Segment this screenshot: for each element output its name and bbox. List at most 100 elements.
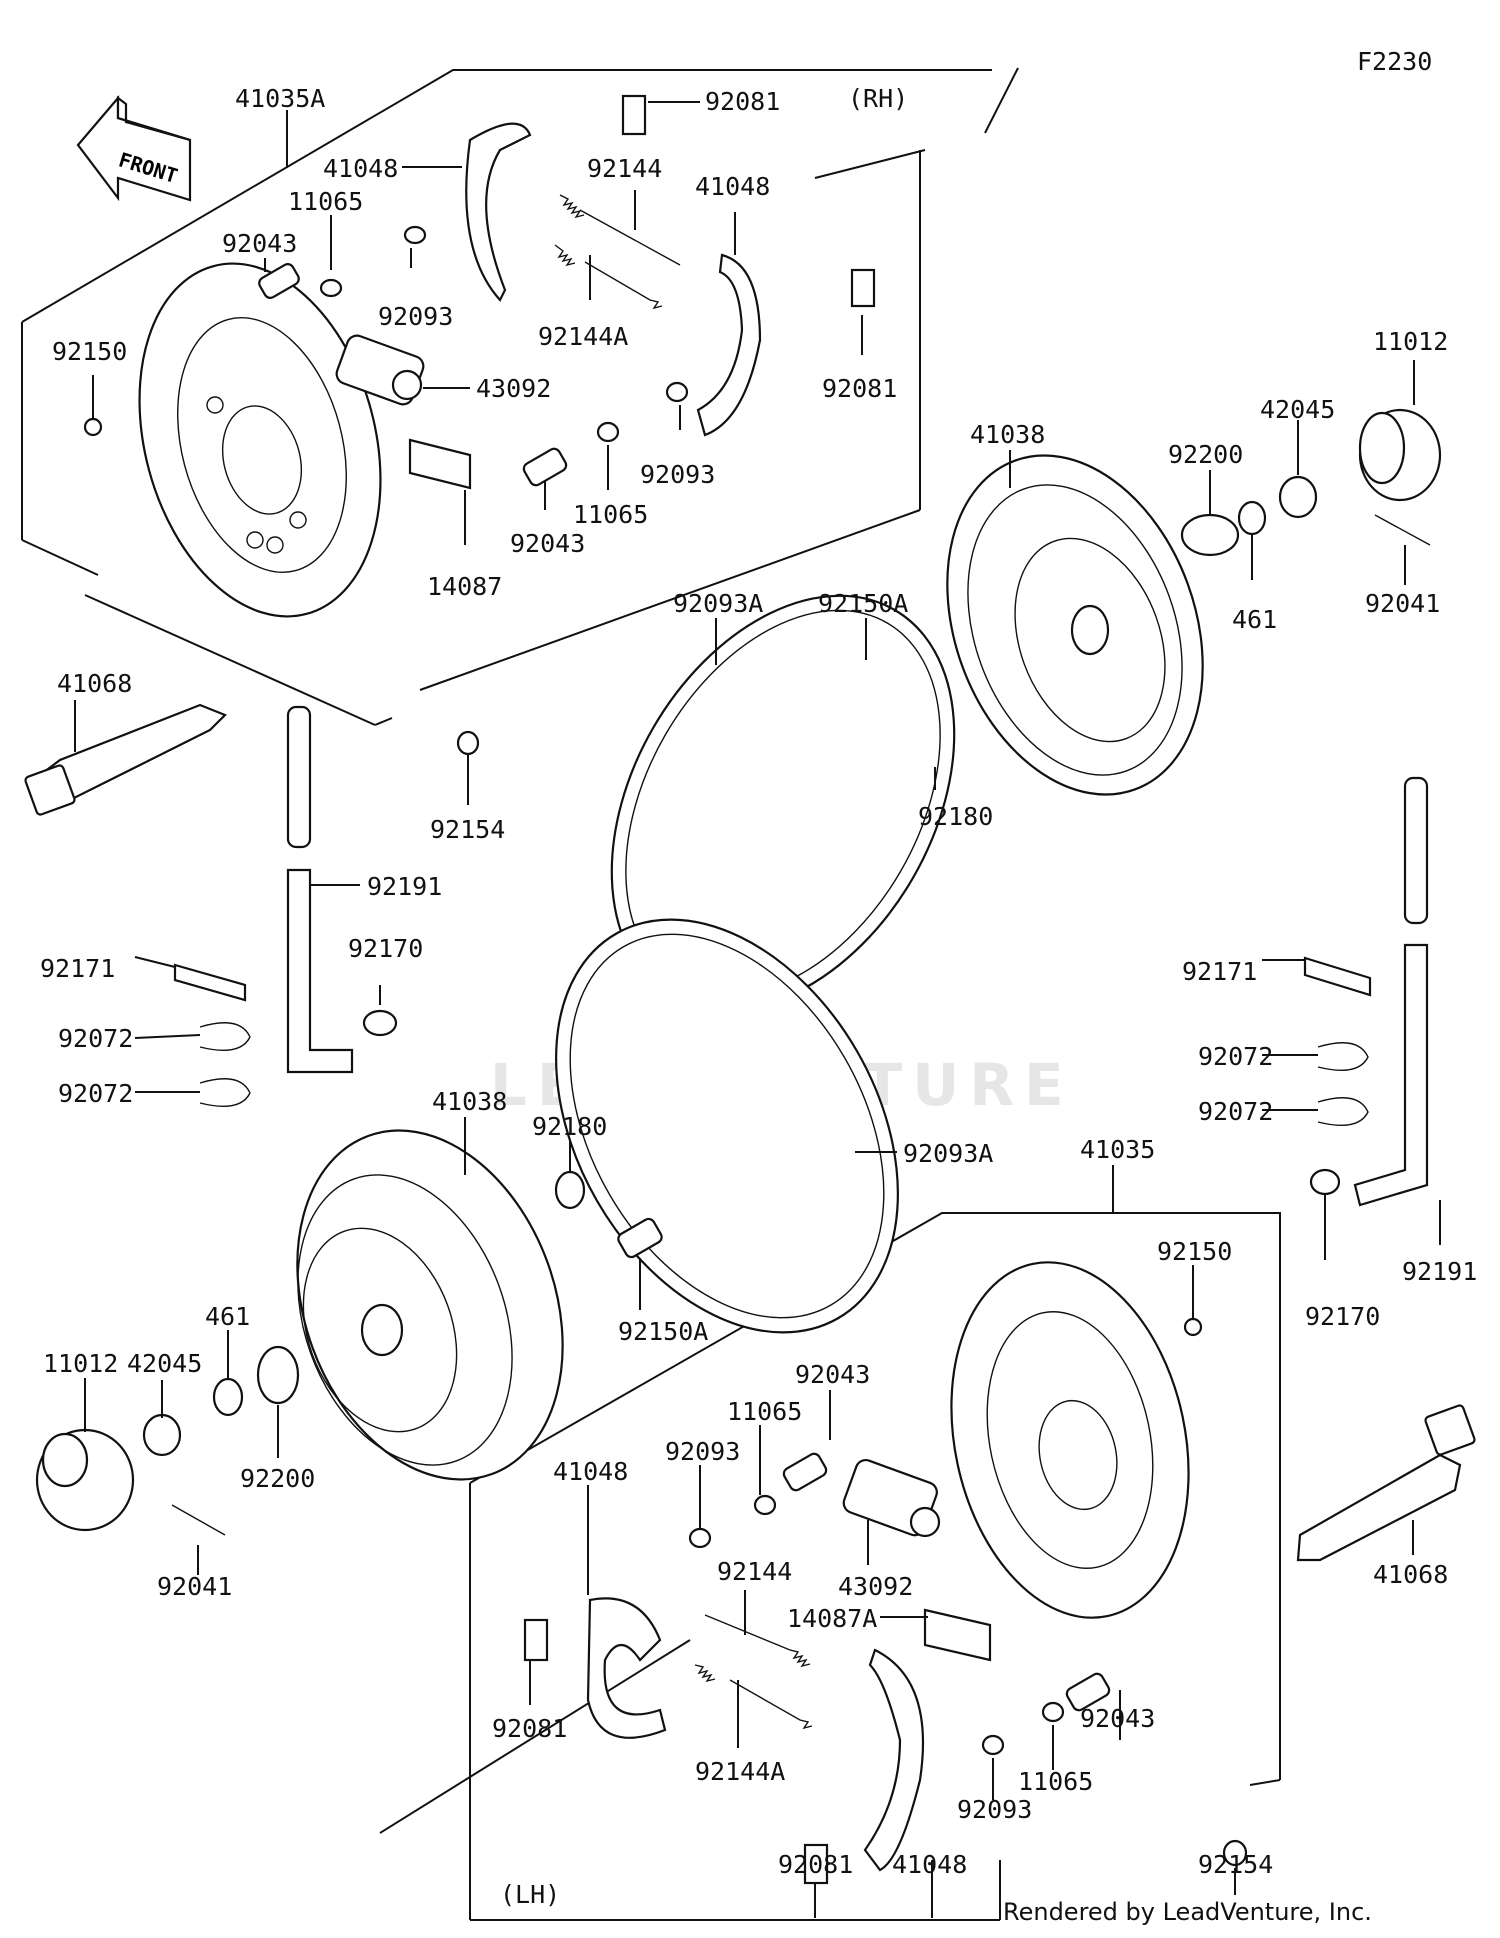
label-41048-d: 41048 [892,1850,967,1879]
clip-92072-rh-a [199,1022,251,1051]
washer-92093-rh [403,225,427,245]
axle-41068-lh [1296,1404,1476,1562]
spring-92144-rh [559,194,681,266]
label-11012: 11012 [1373,327,1448,356]
pin-92043-rh-b [522,447,568,487]
pin-92043-lh [782,1452,828,1492]
front-arrow-icon: FRONT [76,95,192,202]
spring-92144a-lh [694,1664,813,1730]
label-461: 461 [1232,605,1277,634]
label-11065-b: 11065 [573,500,648,529]
label-92072-c: 92072 [1198,1042,1273,1071]
label-11065: 11065 [288,187,363,216]
brake-shoe-lh-upper [586,1597,667,1739]
backing-plate-rh [138,262,382,618]
lock-washer-461-rh [1237,500,1267,536]
washer-11065-lh [753,1494,777,1516]
label-14087a: 14087A [787,1604,877,1633]
label-11012-b: 11012 [43,1349,118,1378]
label-92093-b: 92093 [640,460,715,489]
label-92043-d: 92043 [1080,1704,1155,1733]
washer-11065-rh [319,278,343,298]
label-92144a: 92144A [538,322,628,351]
washer-92200-rh [1180,513,1240,557]
label-92180: 92180 [918,802,993,831]
plate-14087 [408,438,472,490]
label-92154: 92154 [430,815,505,844]
brake-shoe-rh-upper [465,122,532,302]
label-92150: 92150 [52,337,127,366]
bolt-92154-lh [1222,1839,1248,1867]
pin-92043-rh [258,263,300,299]
clamp-92170-lh [1309,1168,1341,1196]
label-41048-c: 41048 [553,1457,628,1486]
label-92093a: 92093A [673,589,763,618]
label-14087: 14087 [427,572,502,601]
label-92081: 92081 [705,87,780,116]
label-92041: 92041 [1365,589,1440,618]
brake-shoe-rh-lower [696,253,762,437]
hub-cap-11012-lh [35,1428,135,1532]
label-92144-b: 92144 [717,1557,792,1586]
label-461-b: 461 [205,1302,250,1331]
label-42045-b: 42045 [127,1349,202,1378]
washer-92093-rh-b [665,381,689,403]
label-43092-b: 43092 [838,1572,913,1601]
label-92171-b: 92171 [1182,957,1257,986]
label-92043-c: 92043 [795,1360,870,1389]
label-92144a-b: 92144A [695,1757,785,1786]
washer-92093-lh-b [981,1734,1005,1756]
label-92093-c: 92093 [665,1437,740,1466]
label-43092: 43092 [476,374,551,403]
label-92072-d: 92072 [1198,1097,1273,1126]
lh-outline [379,1212,1281,1921]
label-92170-b: 92170 [1305,1302,1380,1331]
label-41048-b: 41048 [695,172,770,201]
o-ring-92180-lh [554,1170,586,1210]
label-41038: 41038 [970,420,1045,449]
label-92043: 92043 [222,229,297,258]
label-92191-b: 92191 [1402,1257,1477,1286]
bolt-92154-rh [456,730,480,756]
clip-92072-lh-b [1317,1097,1369,1126]
hub-cap-11012-rh [1358,408,1442,502]
bracket-92171-lh [1303,956,1372,997]
label-92150a: 92150A [818,589,908,618]
label-92150-b: 92150 [1157,1237,1232,1266]
cotter-pin-92041-lh [171,1504,226,1536]
label-41048: 41048 [323,154,398,183]
hose-92191-rh-a [286,705,312,849]
leader-lines [74,101,1441,1918]
label-92180-b: 92180 [532,1112,607,1141]
label-11065-c: 11065 [727,1397,802,1426]
label-92072-b: 92072 [58,1079,133,1108]
label-41038-b: 41038 [432,1087,507,1116]
label-11065-d: 11065 [1018,1767,1093,1796]
clip-92072-rh-b [199,1078,251,1107]
label-92081-d: 92081 [778,1850,853,1879]
credit-text: Rendered by LeadVenture, Inc. [1003,1898,1372,1926]
wheel-cylinder-rh [335,334,425,406]
brake-drum-rh [946,454,1204,796]
clamp-92170-rh [362,1009,398,1037]
label-92144: 92144 [587,154,662,183]
clip-92072-lh-a [1317,1042,1369,1071]
label-92191: 92191 [367,872,442,901]
washer-11065-rh-b [596,421,620,443]
washer-92093-lh [688,1527,712,1549]
backing-plate-lh [950,1261,1190,1619]
label-41068-b: 41068 [1373,1560,1448,1589]
castle-nut-42045-lh [142,1413,182,1457]
label-92200-b: 92200 [240,1464,315,1493]
label-41035a: 41035A [235,84,325,113]
lh-label: (LH) [500,1880,560,1909]
washer-11065-lh-b [1041,1701,1065,1723]
washer-92200-lh [256,1345,300,1405]
castle-nut-42045-rh [1278,475,1318,519]
label-92041-b: 92041 [157,1572,232,1601]
hose-92191-rh-b [286,868,354,1074]
lock-washer-461-lh [212,1377,244,1417]
clip-92081-rh [850,268,876,308]
spring-92144-lh [704,1614,811,1668]
